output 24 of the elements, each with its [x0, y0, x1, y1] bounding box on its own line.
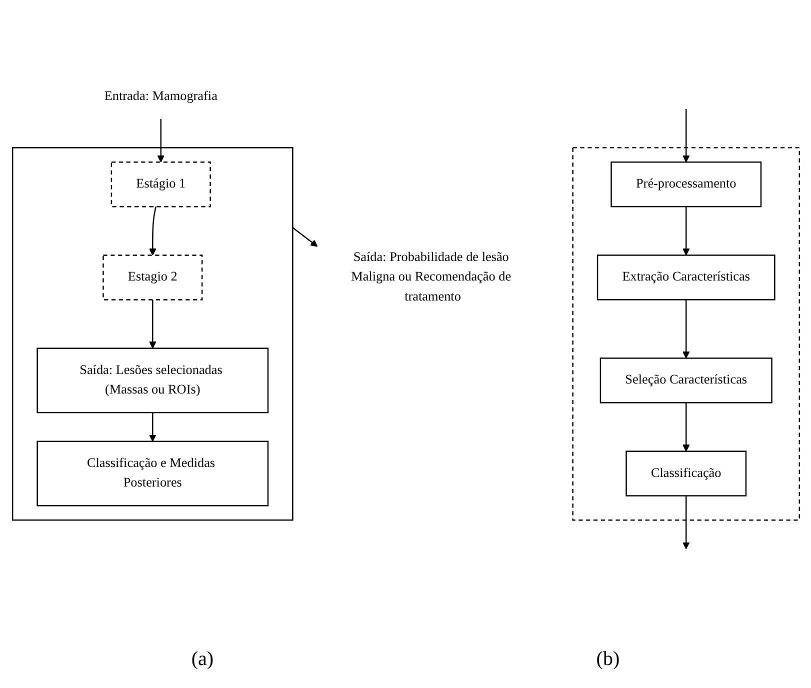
- node-box: Saída: Lesões selecionadas (Massas ou ROIs): [36, 348, 268, 414]
- arrow: [148, 412, 156, 442]
- node-text: Saída: Probabilidade de lesão Maligna ou Recomendação de tratamento: [350, 250, 511, 304]
- node-box: Extração Características: [596, 254, 775, 300]
- arrow: [156, 118, 164, 162]
- cluster: [11, 147, 293, 521]
- arrow: [682, 496, 690, 550]
- node-box: Seleção Características: [599, 358, 772, 404]
- node-box: Estagio 2: [102, 254, 202, 300]
- node-box: Classificação e Medidas Posteriores: [36, 440, 268, 506]
- node-box: Classificação: [625, 450, 746, 496]
- arrow: [682, 206, 690, 256]
- node-text: Entrada: Mamografia: [104, 89, 217, 104]
- arrow: [682, 108, 690, 162]
- node-box: Pré-processamento: [610, 162, 762, 208]
- panel-label: (a): [191, 648, 214, 672]
- arrow: [292, 227, 318, 247]
- node-box: Estágio 1: [110, 162, 210, 208]
- cluster: [572, 147, 800, 521]
- arrow: [148, 300, 156, 349]
- arrow: [682, 300, 690, 359]
- arrow: [148, 206, 156, 256]
- arrow: [682, 402, 690, 452]
- panel-label: (b): [596, 648, 620, 672]
